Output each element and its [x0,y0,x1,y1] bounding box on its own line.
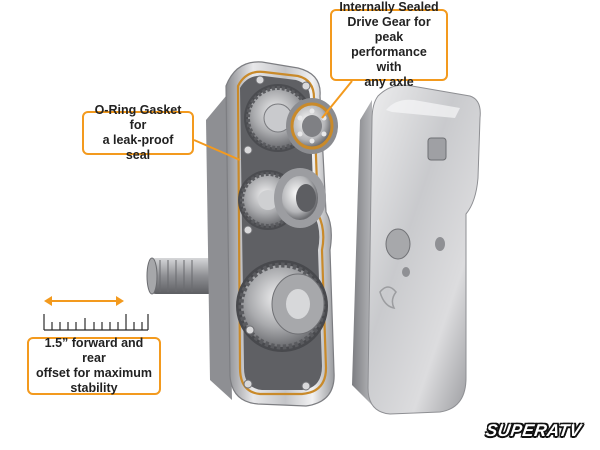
callout-oring-gasket: O-Ring Gasket for a leak-proof seal [82,103,194,162]
callout-line: Internally Sealed [339,0,439,14]
callout-line: 1.5” forward and rear [44,336,144,365]
cover-side-face [352,100,372,405]
shaft-splines [159,260,193,292]
cover-highlight [386,99,460,118]
double-headed-arrow-icon [44,296,124,306]
callout-offset: 1.5” forward and rear offset for maximum… [27,336,161,395]
input-shaft [146,257,216,295]
callout-line: Drive Gear for peak [347,15,431,44]
leader-drive-gear [321,80,353,119]
cover-engraved-logo [379,286,397,310]
bottom-gear [236,260,328,352]
ruler-icon [43,314,149,331]
cover-square-bore [427,137,447,161]
housing-bolts [243,75,311,391]
callout-line: a leak-proof seal [102,133,174,162]
oring-gasket [236,70,328,396]
offset-indicator [43,296,149,331]
leader-oring [193,139,241,161]
callout-line: stability [70,381,118,395]
callout-line: any axle [364,75,414,89]
cover-front-face [367,84,481,415]
callout-line: O-Ring Gasket for [94,103,182,132]
cover-small-hole [435,237,445,251]
leader-lines [193,80,353,161]
sealed-drive-bearing [286,98,338,154]
cover-round-boss [385,228,411,260]
gear-train [236,75,338,391]
shaft-body [150,258,216,294]
callout-drive-gear: Internally Sealed Drive Gear for peak pe… [330,0,448,89]
callout-line: offset for maximum [36,366,152,380]
cover-housing [352,84,481,415]
middle-bearing [274,168,326,228]
housing-side-wall [206,96,232,400]
cover-small-hole [402,267,410,277]
brand-logo: SUPERATV [484,421,583,440]
shaft-end [146,257,158,295]
callout-line: performance with [351,45,427,74]
